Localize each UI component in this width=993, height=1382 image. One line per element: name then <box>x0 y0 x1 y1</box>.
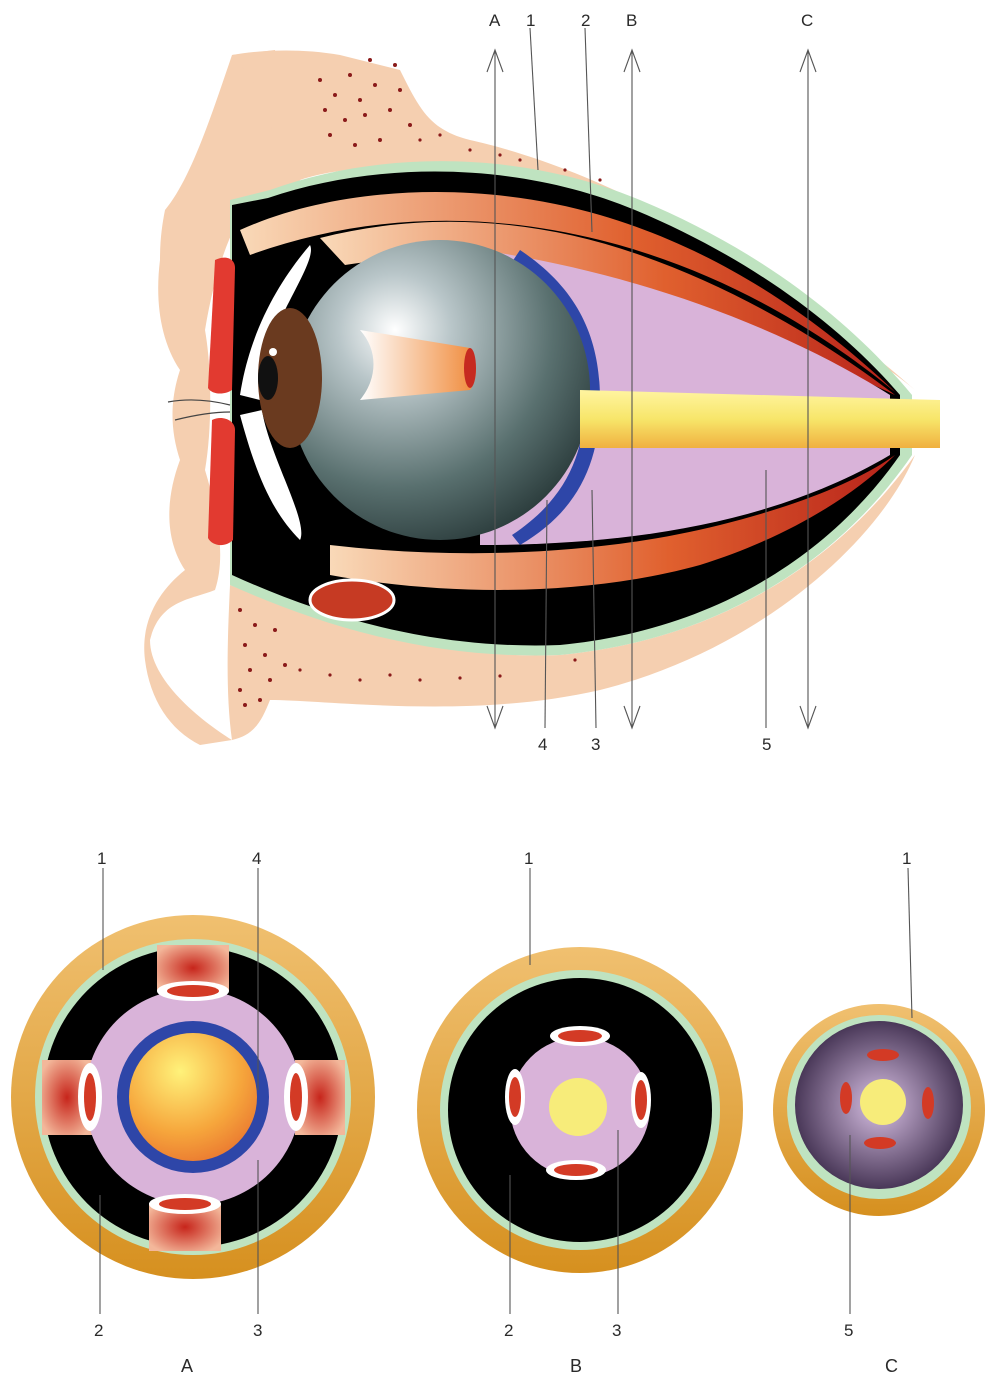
sagittal-orbit-diagram <box>144 50 940 745</box>
marker-C: C <box>801 11 813 30</box>
label-A-1: 1 <box>97 849 106 868</box>
label-A-2: 2 <box>94 1321 103 1340</box>
label-B-3: 3 <box>612 1321 621 1340</box>
optic-nerve <box>580 390 940 448</box>
lens-tip <box>464 348 476 388</box>
muscle-cap-bottom-inner-A <box>159 1198 211 1210</box>
cross-section-A <box>11 915 375 1279</box>
nerve-A <box>129 1033 257 1161</box>
muscle-cap-top-inner-A <box>167 985 219 997</box>
label-5-bottom: 5 <box>762 735 771 754</box>
marker-A: A <box>489 11 501 30</box>
marker-B: B <box>626 11 637 30</box>
caption-A: A <box>181 1356 193 1376</box>
inferior-oblique <box>310 580 394 620</box>
muscle-right-C <box>922 1087 934 1119</box>
label-A-4: 4 <box>252 849 261 868</box>
muscle-left-inner-B <box>509 1077 521 1117</box>
muscle-bottom-inner-B <box>554 1164 598 1176</box>
label-C-5: 5 <box>844 1321 853 1340</box>
muscle-cap-right-inner-A <box>290 1073 302 1121</box>
muscle-top-inner-B <box>558 1030 602 1042</box>
muscle-right-inner-B <box>635 1080 647 1120</box>
label-C-1: 1 <box>902 849 911 868</box>
iris-highlight <box>269 348 277 356</box>
label-B-2: 2 <box>504 1321 513 1340</box>
label-B-1: 1 <box>524 849 533 868</box>
cross-section-C <box>773 1004 985 1216</box>
muscle-left-C <box>840 1082 852 1114</box>
caption-B: B <box>570 1356 582 1376</box>
nerve-C <box>860 1079 906 1125</box>
nerve-B <box>549 1078 607 1136</box>
lower-eyelid-muscle <box>208 418 235 545</box>
pupil <box>258 356 278 400</box>
leader-1-top <box>530 28 538 170</box>
label-4-bottom: 4 <box>538 735 547 754</box>
label-1-top: 1 <box>526 11 535 30</box>
label-2-top: 2 <box>581 11 590 30</box>
muscle-top-C <box>867 1049 899 1061</box>
leader-C-1 <box>908 868 912 1018</box>
muscle-bottom-C <box>864 1137 896 1149</box>
muscle-cap-left-inner-A <box>84 1073 96 1121</box>
caption-C: C <box>885 1356 898 1376</box>
cross-section-B <box>417 947 743 1273</box>
label-A-3: 3 <box>253 1321 262 1340</box>
label-3-bottom: 3 <box>591 735 600 754</box>
